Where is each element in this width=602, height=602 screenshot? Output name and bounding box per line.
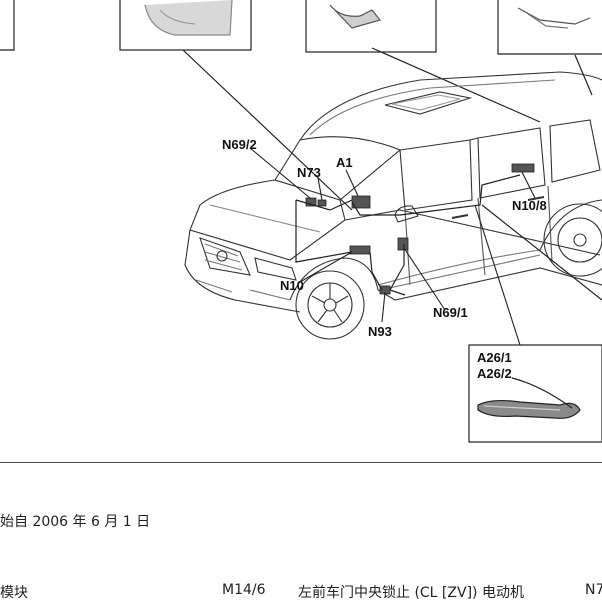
inset-box-control-unit: [119, 0, 252, 51]
vehicle-component-location-figure: N69/2 N73 A1 N10/8 N10 N93 N69/1 A26/1 A…: [0, 0, 602, 443]
callout-n73: N73: [297, 165, 321, 180]
inset-box-handle: [468, 344, 602, 443]
inset-box-sensor: [305, 0, 437, 53]
inset-box-connector: [497, 0, 602, 55]
vehicle-illustration: [0, 0, 602, 443]
callout-n69-1: N69/1: [433, 305, 468, 320]
section-divider: [0, 462, 602, 463]
marker-n10: [349, 245, 371, 255]
legend-left-item: 模块: [0, 585, 28, 601]
callout-a26-2: A26/2: [477, 366, 512, 381]
callout-n10-8: N10/8: [512, 198, 547, 213]
callout-leaders: [249, 147, 536, 346]
valid-from-caption: 始自 2006 年 6 月 1 日: [0, 514, 151, 530]
legend-code-n7: N7: [585, 582, 602, 598]
wiring-harness: [295, 174, 602, 301]
legend-row: 模块 M14/6 左前车门中央锁止 (CL [ZV]) 电动机 N7: [0, 582, 602, 602]
legend-code-m14-6: M14/6: [222, 582, 266, 598]
marker-n10-8: [511, 163, 535, 173]
component-markers: [305, 163, 535, 295]
callout-a26-1: A26/1: [477, 350, 512, 365]
marker-n69-2: [305, 197, 317, 207]
callout-n93: N93: [368, 324, 392, 339]
legend-desc-m14-6: 左前车门中央锁止 (CL [ZV]) 电动机: [298, 585, 524, 601]
inset-box-far-left: [0, 0, 15, 51]
callout-n10: N10: [280, 278, 304, 293]
marker-n69-1: [397, 237, 409, 251]
marker-n73: [317, 199, 327, 207]
callout-n69-2: N69/2: [222, 137, 257, 152]
callout-a1: A1: [336, 155, 353, 170]
